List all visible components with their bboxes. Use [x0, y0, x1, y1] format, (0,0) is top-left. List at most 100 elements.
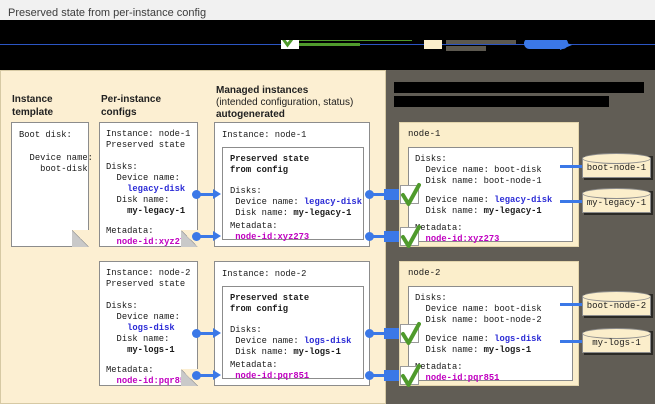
connector-square-apply-n2-disk	[384, 328, 399, 339]
connector-dot-apply-n2-disk	[365, 329, 374, 338]
config-node1-preserved-state: Preserved state	[106, 140, 186, 150]
instance-template-line-1: Boot disk:	[19, 130, 72, 140]
column-heading-per-instance-configs: Per-instance configs	[101, 94, 162, 118]
disk-my-legacy-1: my-legacy-1	[582, 188, 653, 216]
disk-label: boot-node-1	[586, 163, 647, 173]
inner-card-node-1-details: Disks: Device name: boot-disk Disk name:…	[408, 147, 573, 244]
managed-node1-device-value: legacy-disk	[303, 197, 362, 207]
status-check-n1-metadata	[400, 225, 421, 248]
disk-my-logs-1: my-logs-1	[582, 328, 653, 356]
managed-node2-preserved-2: from config	[230, 304, 289, 314]
card-instance-template: Boot disk: Device name: boot-disk	[11, 122, 93, 247]
managed-node1-diskname-prefix: Disk name:	[230, 208, 294, 218]
status-check-n1-disk	[400, 183, 421, 206]
disk-label: my-legacy-1	[586, 198, 647, 208]
card-config-node-1: Instance: node-1 Preserved state Disks: …	[99, 122, 198, 247]
legend-blue-connector	[524, 38, 568, 49]
connector-bar-apply-n1-disk	[372, 193, 386, 196]
node2-ps-device-prefix: Device name:	[415, 334, 495, 344]
connector-bar-n1-metadata	[199, 235, 215, 238]
node-group-node-2: node-2 Disks: Device name: boot-disk Dis…	[399, 261, 579, 386]
disk-label: my-logs-1	[592, 338, 641, 348]
node2-ps-device-value: logs-disk	[494, 334, 542, 344]
managed-node2-device-value: logs-disk	[303, 336, 352, 346]
connector-bar-apply-n2-disk	[372, 332, 386, 335]
connector-dot-n1-disk	[192, 190, 201, 199]
node2-ps-diskname-prefix: Disk name:	[415, 345, 484, 355]
managed-node2-metadata-label: Metadata:	[230, 360, 278, 370]
connector-bar-n2-metadata	[199, 374, 215, 377]
config-node1-device-value: legacy-disk	[106, 184, 186, 194]
config-node2-device-value: logs-disk	[106, 323, 175, 333]
managed-node1-preserved-1: Preserved state	[230, 154, 310, 164]
config-node2-device-label: Device name:	[106, 312, 180, 322]
legend-label-redacted-2	[446, 46, 486, 51]
disk-top	[582, 188, 651, 199]
node1-ps-device-prefix: Device name:	[415, 195, 495, 205]
managed-node2-diskname-row: Disk name: my-logs-1	[230, 347, 341, 359]
config-node1-diskname-label: Disk name:	[106, 195, 170, 205]
connector-bar-apply-n2-metadata	[372, 374, 386, 377]
disk-connector-boot-node-1	[560, 165, 582, 168]
disk-boot-node-2: boot-node-2	[582, 291, 653, 319]
node2-boot-diskname: Disk name: boot-node-2	[415, 315, 542, 325]
inner-card-node-2-details: Disks: Device name: boot-disk Disk name:…	[408, 286, 573, 383]
connector-bar-n1-disk	[199, 193, 215, 196]
connector-bar-n2-disk	[199, 332, 215, 335]
status-check-n2-disk	[400, 322, 421, 345]
disk-top	[582, 291, 651, 302]
disk-connector-my-logs-1	[560, 340, 582, 343]
config-node2-metadata-value: node-id:pqr851	[106, 376, 191, 386]
config-node1-metadata-value: node-id:xyz273	[106, 237, 191, 247]
config-node1-device-label: Device name:	[106, 173, 180, 183]
disk-top	[582, 153, 651, 164]
column-heading-managed-instances: Managed instances	[216, 85, 309, 96]
managed-node2-diskname-value: my-logs-1	[293, 347, 341, 357]
disk-top	[582, 328, 651, 339]
node1-ps-diskname-value: my-legacy-1	[483, 206, 542, 216]
node-group-node-1: node-1 Disks: Device name: boot-disk Dis…	[399, 122, 579, 247]
node2-disks-label: Disks:	[415, 293, 447, 303]
managed-node1-header: Instance: node-1	[222, 130, 307, 140]
legend-redaction-overlay	[0, 20, 655, 40]
connector-dot-apply-n1-metadata	[365, 232, 374, 241]
managed-node1-disks-label: Disks:	[230, 186, 262, 196]
node1-ps-diskname-row: Disk name: my-legacy-1	[415, 206, 542, 218]
config-node2-disks-label: Disks:	[106, 301, 138, 311]
dark-panel-title-redacted	[394, 82, 644, 93]
node2-ps-device-row: Device name: logs-disk	[415, 334, 542, 346]
config-node2-diskname-label: Disk name:	[106, 334, 170, 344]
dark-panel-subtitle-redacted	[394, 96, 609, 107]
config-node2-instance: Instance: node-2	[106, 268, 191, 278]
connector-arrow-n2-metadata	[213, 370, 221, 380]
node-2-name: node-2	[408, 268, 441, 278]
legend-label-redacted-1	[446, 38, 516, 44]
config-node2-diskname-value: my-logs-1	[106, 345, 175, 355]
card-managed-instance-node-1: Instance: node-1 Preserved state from co…	[214, 122, 370, 247]
managed-node1-device-row: Device name: legacy-disk	[230, 197, 362, 209]
connector-square-apply-n2-metadata	[384, 370, 399, 381]
node1-ps-device-value: legacy-disk	[494, 195, 553, 205]
connector-square-apply-n1-disk	[384, 189, 399, 200]
managed-node1-device-prefix: Device name:	[230, 197, 304, 207]
managed-node2-header: Instance: node-2	[222, 269, 307, 279]
connector-dot-n2-disk	[192, 329, 201, 338]
node2-metadata-label: Metadata:	[415, 362, 463, 372]
column-subheading-managed-instances: (intended configuration, status)	[216, 97, 354, 108]
inner-card-preserved-state-node-2: Preserved state from config Disks: Devic…	[222, 286, 364, 381]
node2-ps-diskname-row: Disk name: my-logs-1	[415, 345, 532, 357]
page-title: Preserved state from per-instance config	[8, 7, 207, 19]
disk-boot-node-1: boot-node-1	[582, 153, 653, 181]
managed-node1-diskname-row: Disk name: my-legacy-1	[230, 208, 351, 220]
managed-node1-preserved-2: from config	[230, 165, 289, 175]
config-node1-diskname-value: my-legacy-1	[106, 206, 186, 216]
managed-node1-diskname-value: my-legacy-1	[293, 208, 352, 218]
connector-dot-n1-metadata	[192, 232, 201, 241]
page-fold-corner	[72, 230, 89, 247]
card-config-node-2: Instance: node-2 Preserved state Disks: …	[99, 261, 198, 386]
managed-node2-metadata-value: node-id:pqr851	[230, 371, 310, 381]
instance-template-line-4: boot-disk	[19, 164, 88, 174]
config-node2-preserved-state: Preserved state	[106, 279, 186, 289]
node1-boot-diskname: Disk name: boot-node-1	[415, 176, 542, 186]
